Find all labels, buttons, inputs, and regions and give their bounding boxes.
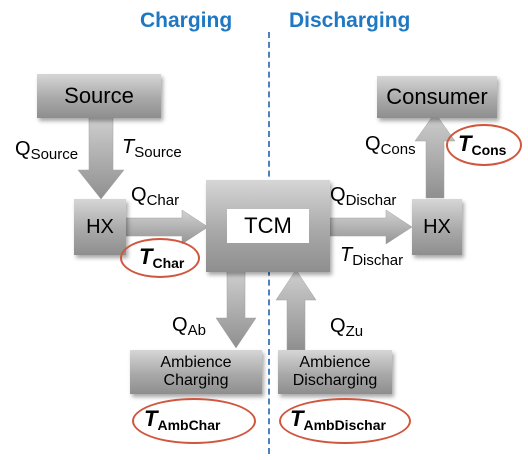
t-ambdischar-highlight: [279, 398, 411, 444]
charging-header: Charging: [140, 9, 233, 32]
q-cons-label: QCons: [365, 133, 416, 158]
q-char-label: QChar: [131, 184, 180, 209]
discharging-header: Discharging: [289, 9, 411, 32]
arrow-tcm-to-ambience-charging: [215, 269, 257, 349]
q-dischar-label: QDischar: [330, 184, 397, 209]
q-source-label: QSource: [15, 138, 79, 163]
hx-right-box: HX: [412, 199, 462, 255]
arrow-hx-to-consumer: [414, 112, 456, 199]
ambience-discharging-line2: Discharging: [292, 372, 378, 389]
t-char-highlight: [120, 238, 200, 278]
q-zu-label: QZu: [330, 315, 364, 340]
arrow-tcm-to-hx: [329, 209, 413, 245]
ambience-discharging-box: Ambience Discharging: [278, 350, 392, 394]
ambience-charging-line2: Charging: [163, 372, 229, 389]
t-char-label: TChar: [139, 244, 185, 271]
q-ab-label: QAb: [172, 314, 206, 339]
t-cons-highlight: [446, 124, 522, 166]
consumer-box: Consumer: [377, 76, 497, 118]
hx-left-box: HX: [74, 199, 126, 255]
t-ambdischar-label: TAmbDischar: [290, 406, 386, 433]
source-box: Source: [37, 74, 161, 118]
arrow-ambience-to-tcm: [275, 269, 317, 351]
ambience-discharging-line1: Ambience: [299, 354, 371, 371]
t-cons-label: TCons: [458, 131, 507, 158]
arrow-hx-to-tcm: [121, 209, 209, 245]
t-source-label: TSource: [122, 136, 182, 161]
t-ambchar-highlight: [132, 398, 256, 444]
ambience-charging-line1: Ambience: [160, 354, 232, 371]
arrow-source-to-hx: [77, 116, 125, 200]
t-dischar-label: TDischar: [340, 244, 404, 269]
ambience-charging-box: Ambience Charging: [130, 350, 262, 394]
tcm-label: TCM: [227, 209, 309, 243]
t-ambchar-label: TAmbChar: [144, 406, 221, 433]
tcm-box: TCM: [206, 180, 330, 272]
